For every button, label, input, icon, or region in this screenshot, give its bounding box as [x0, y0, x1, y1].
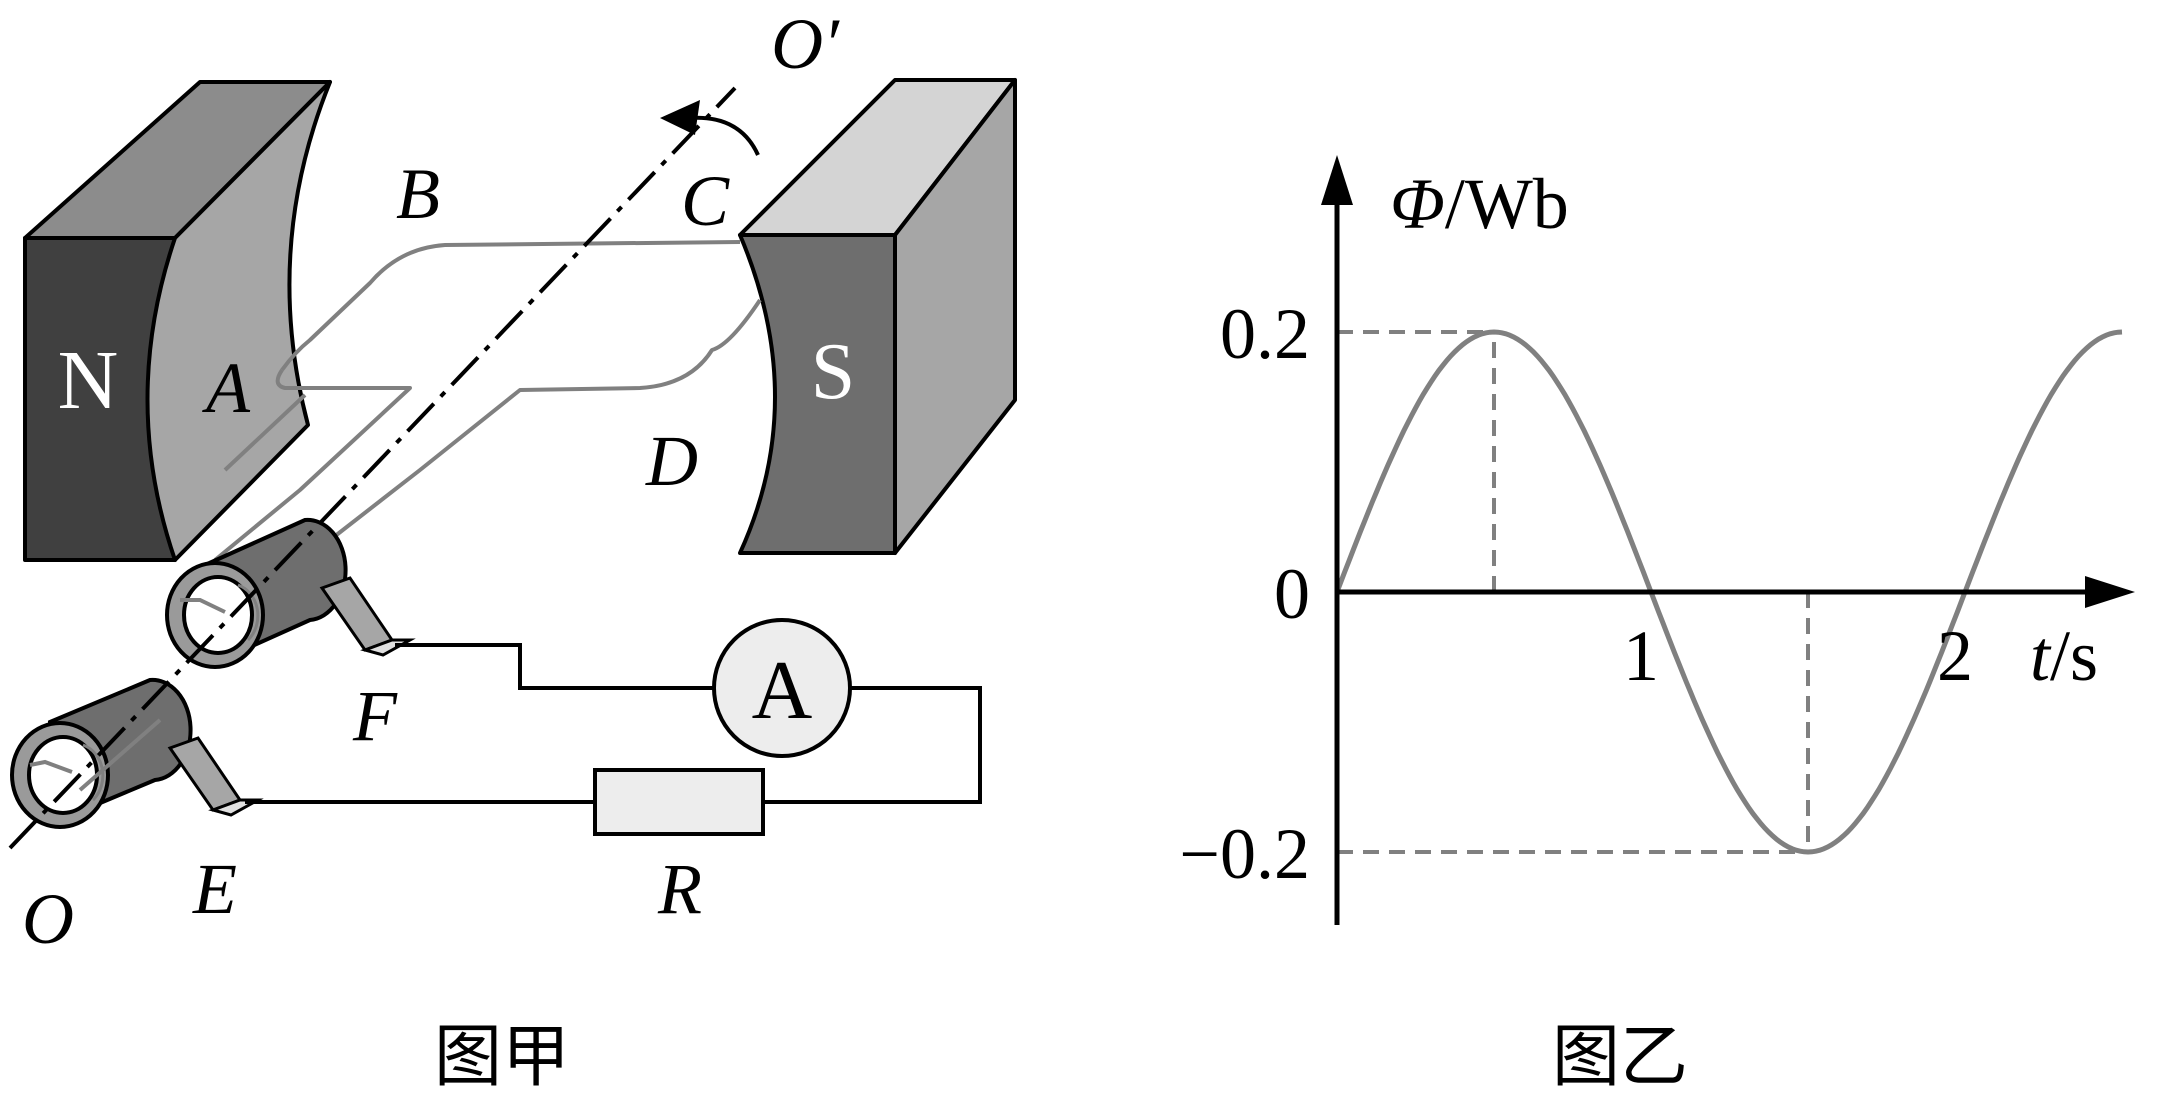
brush-f-plate — [319, 576, 395, 652]
magnet-s-front — [738, 233, 897, 555]
point-d-label: D — [645, 421, 698, 501]
y-tick-label-top: 0.2 — [1220, 294, 1310, 374]
coil-lead-b — [223, 393, 307, 472]
brush-e-label: E — [192, 849, 237, 929]
y-axis-title: Φ/Wb — [1390, 164, 1569, 244]
slip-ring-f-hole — [182, 575, 254, 655]
brush-f-label: F — [352, 676, 398, 756]
magnet-n-pole-face — [145, 80, 332, 562]
slip-ring-e-hole — [27, 735, 99, 815]
resistor-label: R — [657, 849, 702, 929]
guide-lines — [1337, 330, 1810, 854]
shaft — [29, 598, 226, 792]
y-axis-arrow — [1321, 155, 1353, 205]
slip-ring-f-inner-arc — [237, 583, 260, 642]
magnet-s-label: S — [811, 328, 856, 416]
x-tick-label-2: 2 — [1937, 616, 1973, 696]
x-axis-title: t/s — [2030, 616, 2098, 696]
flux-curve — [1334, 329, 2123, 855]
ammeter-body — [712, 618, 852, 758]
rotation-arrow — [660, 100, 760, 156]
y-axis-unit: /Wb — [1445, 164, 1569, 244]
point-a-label: A — [202, 348, 251, 428]
y-tick-label-bottom: −0.2 — [1179, 814, 1310, 894]
external-circuit — [245, 643, 982, 804]
ammeter: A — [712, 618, 852, 758]
rotation-arrow-head — [660, 100, 700, 135]
figure-b-chart: Φ/Wb t/s 0.2 0 −0.2 1 2 图乙 — [1179, 155, 2135, 1097]
axis-o-label: O — [22, 879, 74, 959]
shaft-link — [78, 718, 162, 792]
shaft-f-spoke — [180, 598, 226, 614]
magnet-s — [738, 78, 1017, 555]
brush-e-plate — [167, 736, 243, 812]
wire-ammeter-to-resistor — [763, 686, 982, 804]
coil — [213, 240, 762, 562]
shaft-e-spoke — [29, 759, 73, 774]
figure-a-caption: 图甲 — [434, 1018, 570, 1097]
resistor — [593, 768, 765, 836]
x-axis-unit: /s — [2050, 616, 2098, 696]
rotation-arrow-arc — [689, 115, 760, 156]
slip-ring-f — [165, 517, 348, 669]
magnet-n-label: N — [58, 334, 119, 427]
coil-side-ab-bc — [280, 240, 741, 372]
wire-f-to-ammeter — [395, 643, 715, 690]
figure-b-caption: 图乙 — [1552, 1018, 1688, 1097]
coil-side-cd — [328, 298, 762, 542]
figure-a: A N S A B C D F E R O O′ 图甲 — [8, 4, 1017, 1097]
brush-e — [167, 736, 264, 817]
point-b-label: B — [396, 154, 440, 234]
x-tick-label-1: 1 — [1623, 616, 1659, 696]
axis-o-prime-label: O′ — [771, 4, 840, 84]
y-tick-label-zero: 0 — [1274, 554, 1310, 634]
y-axis-symbol: Φ — [1390, 164, 1445, 244]
ammeter-label: A — [752, 644, 813, 737]
x-axis-arrow — [2085, 576, 2135, 608]
magnet-n — [23, 80, 332, 562]
coil-lead-a — [213, 368, 412, 562]
point-c-label: C — [681, 161, 730, 241]
x-axis-symbol: t — [2030, 616, 2052, 696]
rotation-axis — [8, 86, 737, 850]
